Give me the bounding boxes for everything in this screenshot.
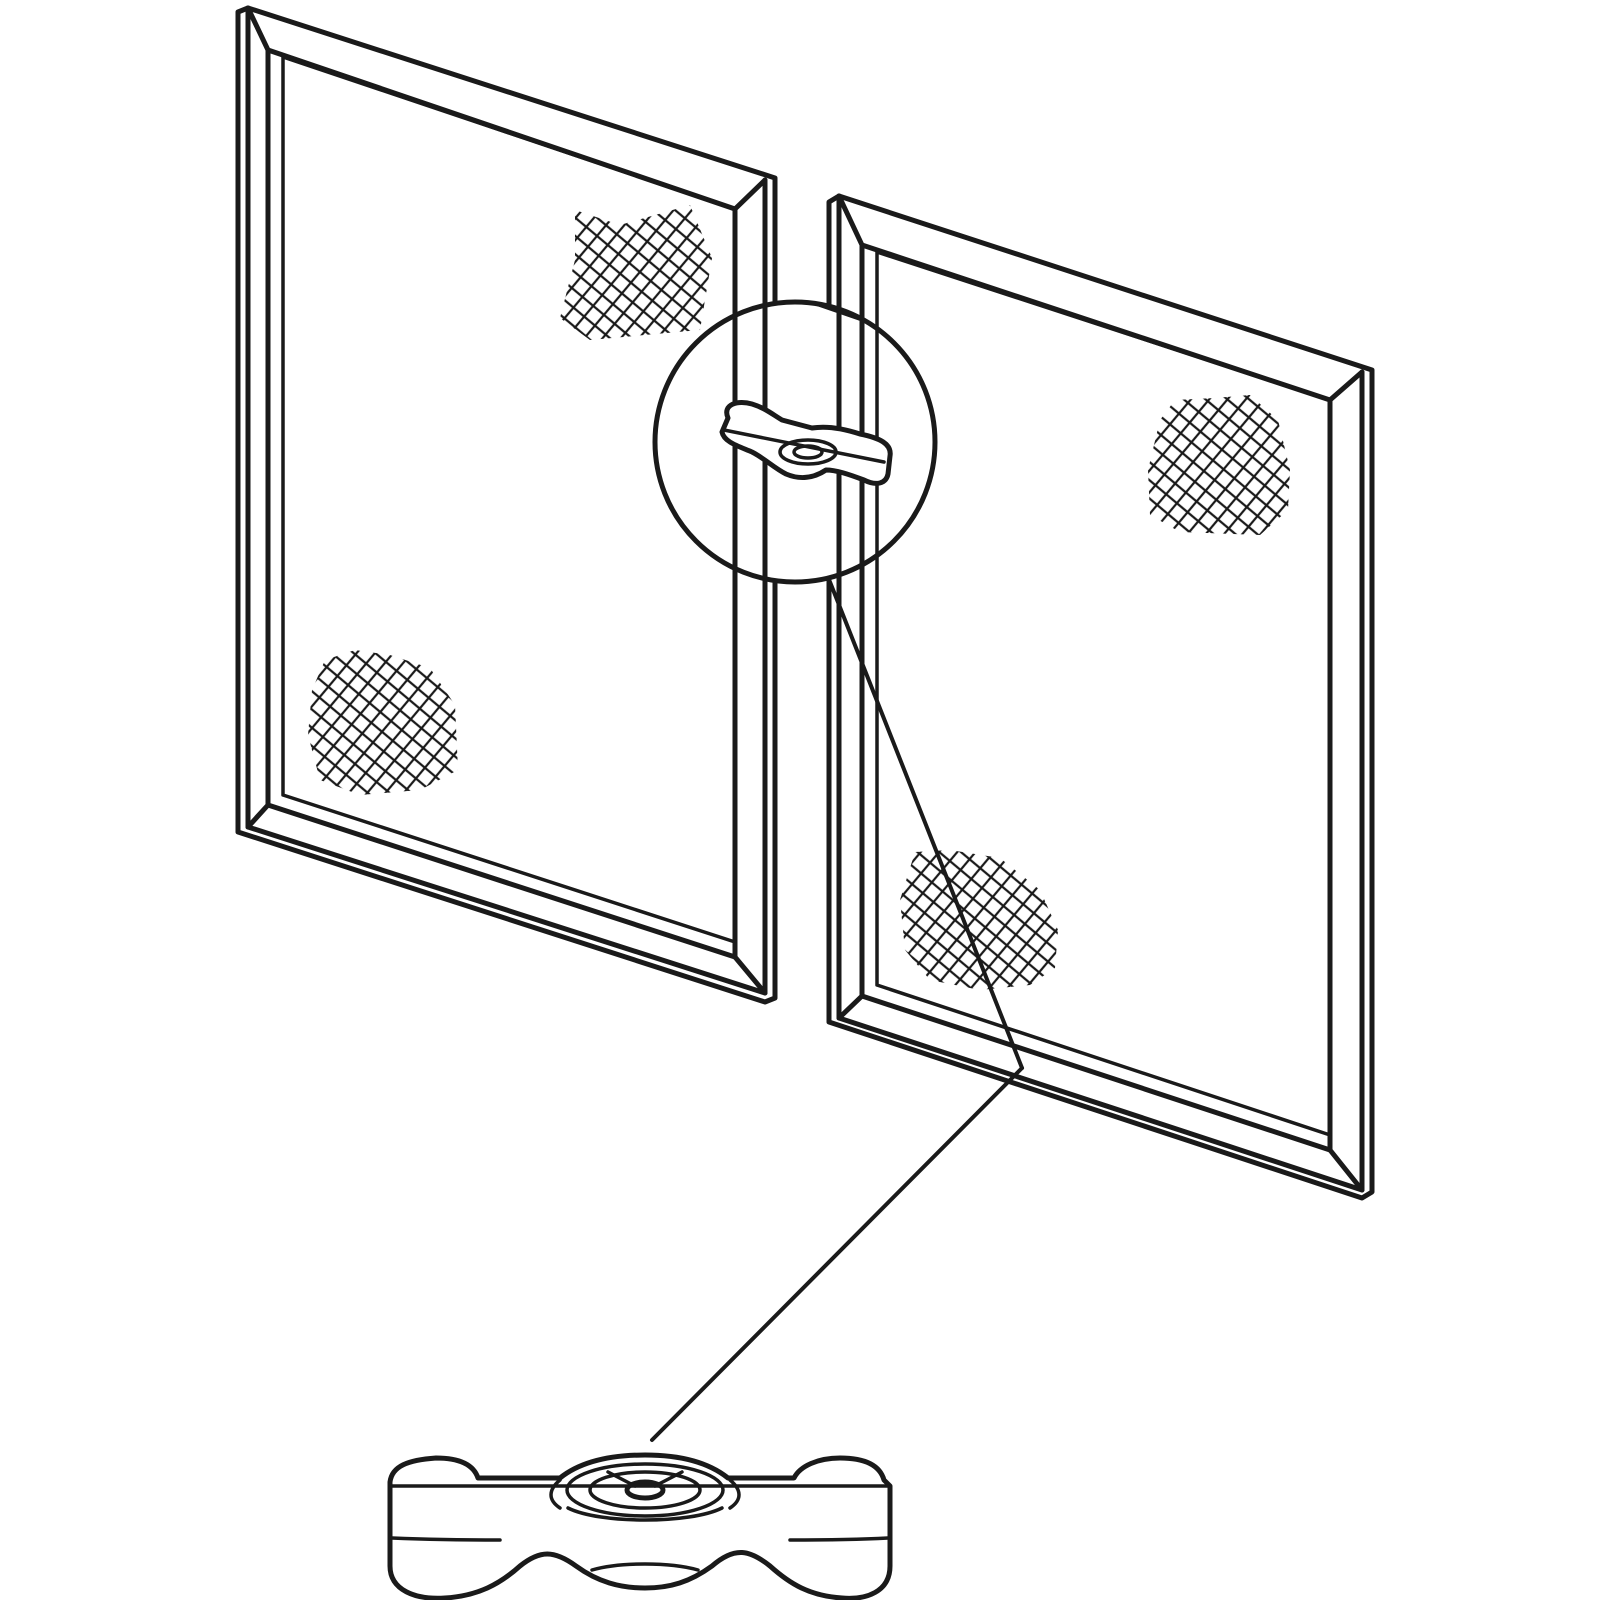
- mesh-texture-icon: [900, 850, 1058, 990]
- right-screen-panel: [826, 193, 1375, 1201]
- mesh-texture-icon: [1148, 395, 1290, 535]
- clip-connector-icon: [719, 400, 893, 486]
- screen-panel-icon: [826, 193, 1375, 1201]
- mesh-texture-icon: [560, 205, 712, 340]
- left-screen-panel: [235, 5, 778, 1005]
- mesh-texture-icon: [308, 650, 458, 795]
- screen-panel-icon: [235, 5, 778, 1005]
- magnifier-callout: [652, 299, 938, 585]
- clip-connector-icon: [387, 1452, 893, 1600]
- clip-connector-detail: [387, 1452, 893, 1600]
- callout-leader-lines: [650, 580, 1024, 1442]
